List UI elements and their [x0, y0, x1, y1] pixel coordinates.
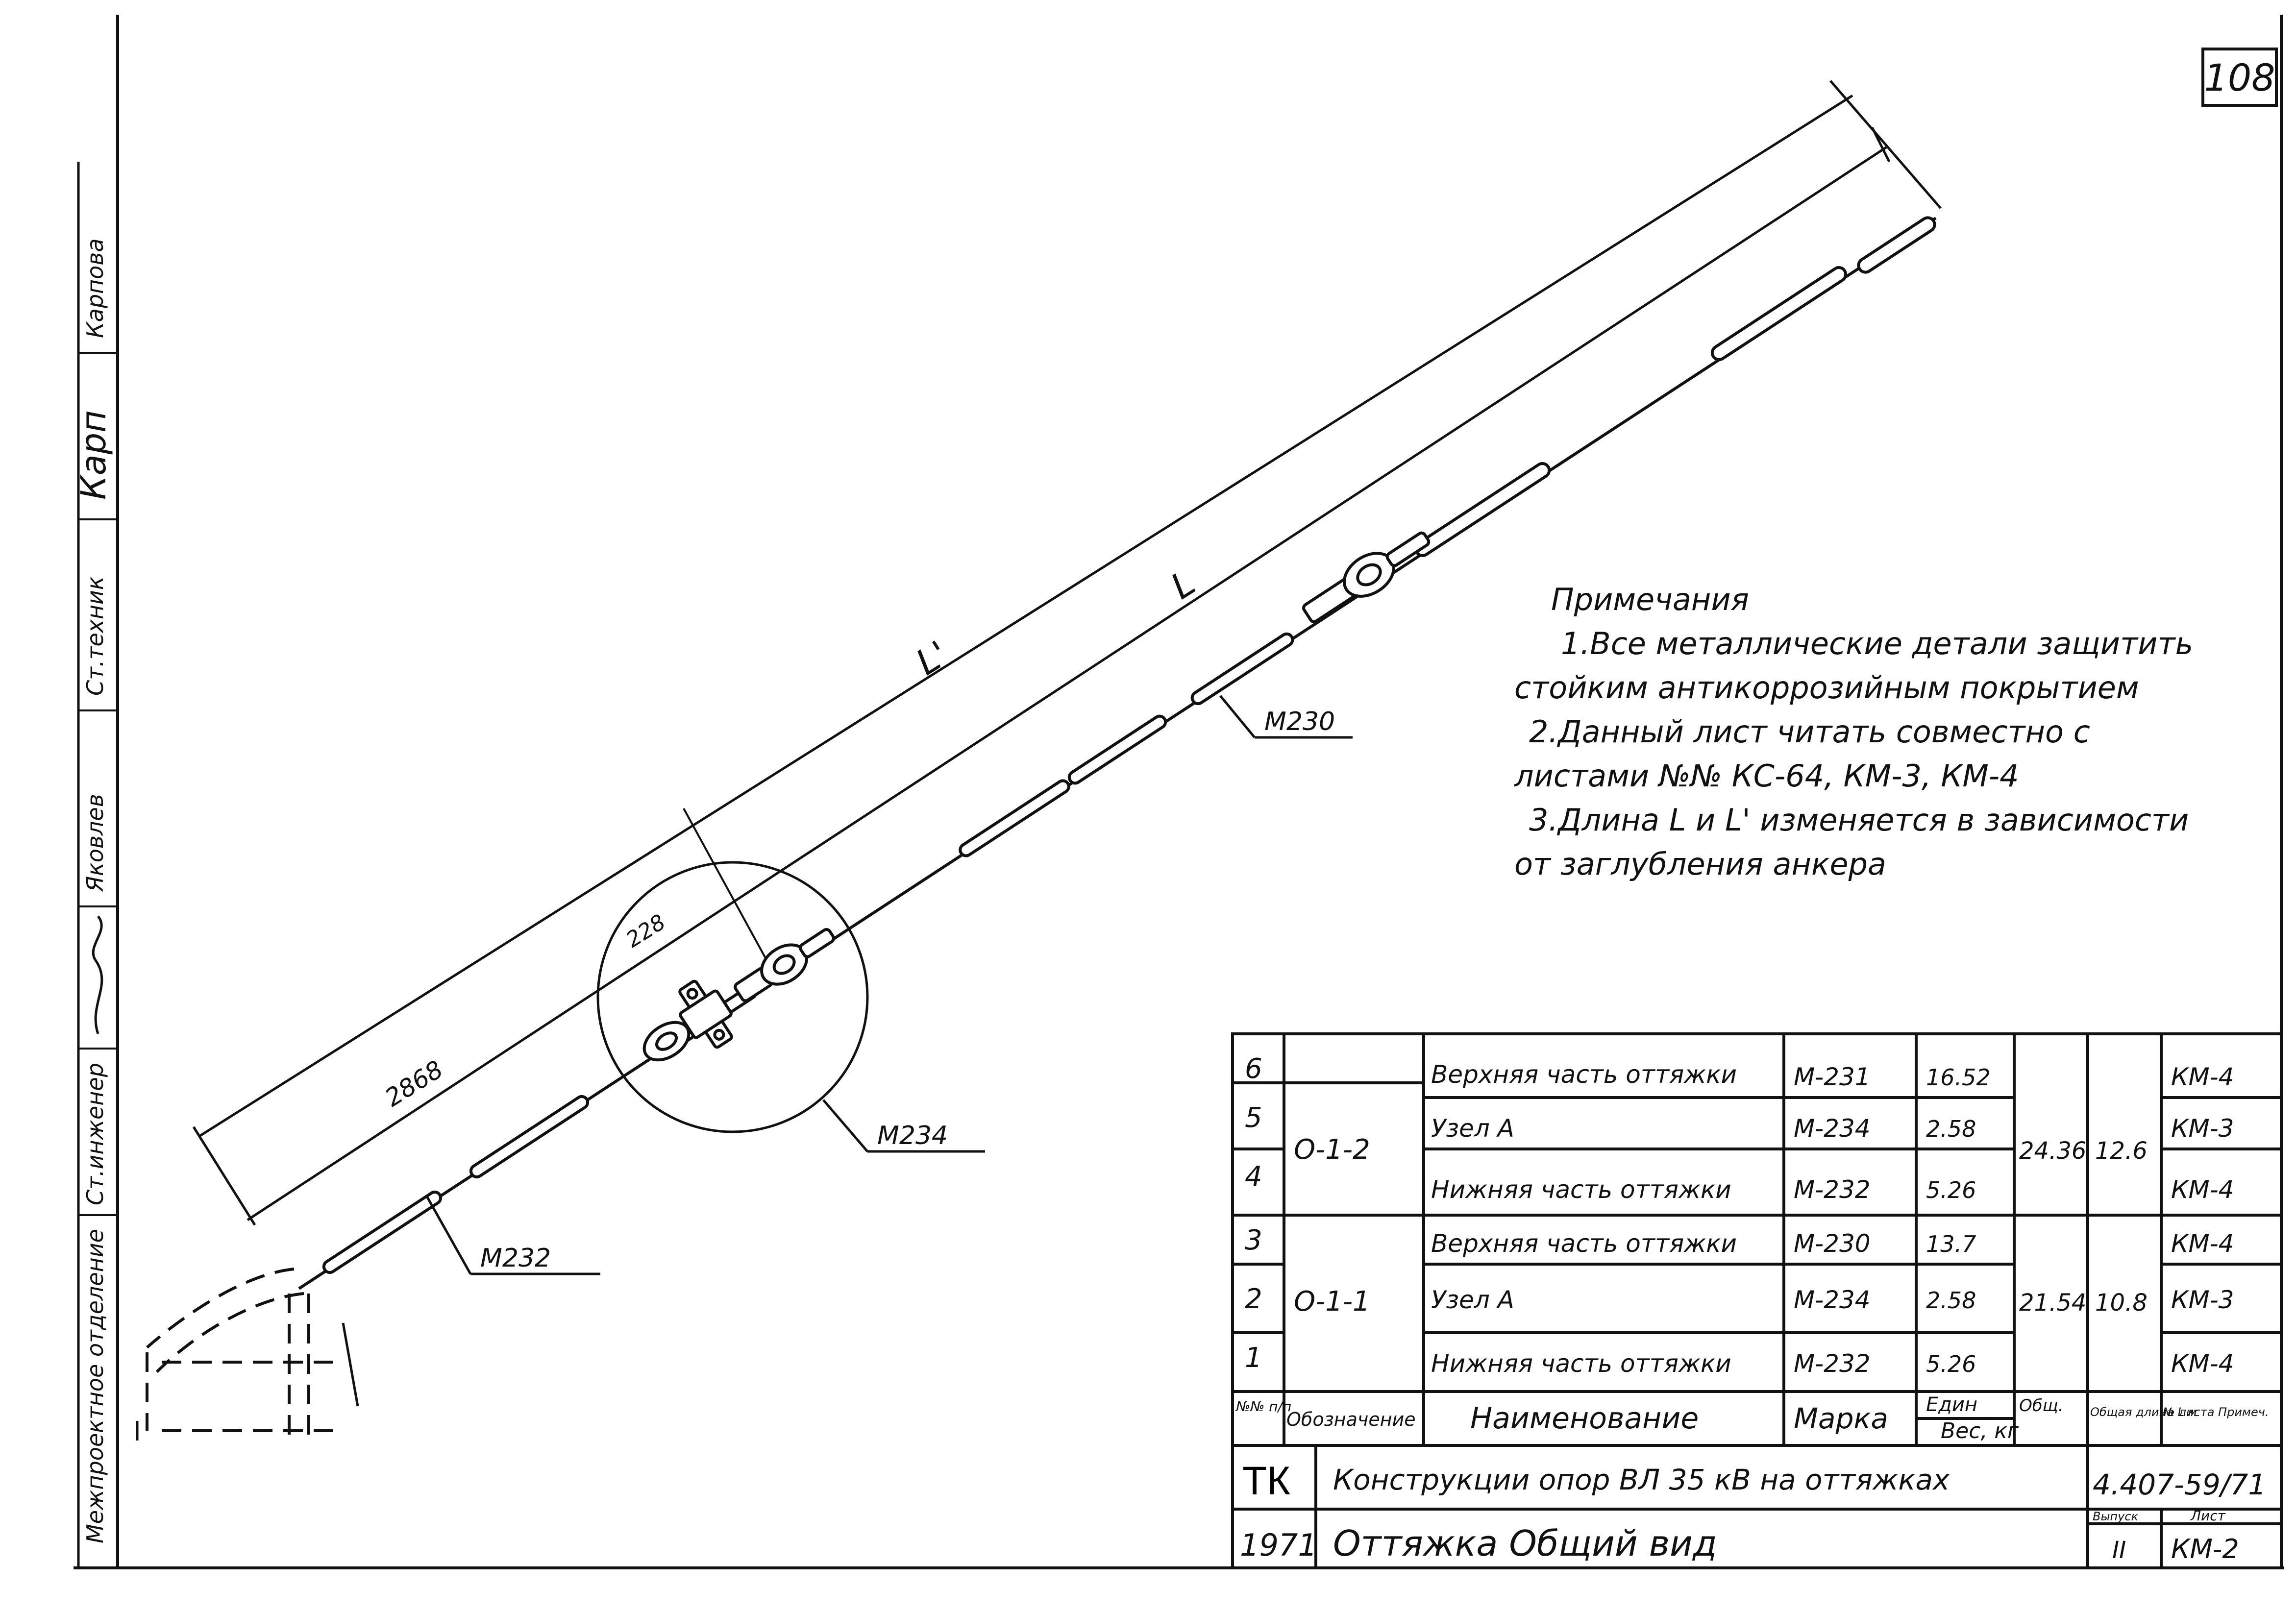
- row-2-sheet: КМ-3: [2171, 1286, 2234, 1314]
- note-line-3: 2.Данный лист читать совместно с: [1529, 714, 2090, 750]
- sheet-number-box: 108: [2201, 48, 2278, 107]
- callout-m234: [822, 1099, 985, 1153]
- upper-clevis: [1302, 531, 1431, 623]
- stamp-name-yakovlev: Яковлев: [82, 794, 108, 892]
- row-4-mark: М-232: [1794, 1175, 1871, 1204]
- drawing-title: Оттяжка Общий вид: [1333, 1523, 1717, 1564]
- group-1-designation: О-1-2: [1294, 1134, 1370, 1166]
- header-total-weight: Общ.: [2019, 1396, 2064, 1416]
- callout-m230: [1219, 695, 1353, 739]
- dimension-L: [247, 126, 1891, 1221]
- row-1-mark: М-232: [1794, 1349, 1871, 1378]
- row-2-mark: М-234: [1794, 1286, 1871, 1314]
- callout-m232: [425, 1195, 600, 1275]
- row-5-weight: 2.58: [1926, 1116, 1976, 1142]
- row-4-name: Нижняя часть оттяжки: [1431, 1175, 1731, 1204]
- header-weight-group: Вес, кг: [1941, 1418, 2019, 1443]
- stamp-department: Межпроектное отделение: [82, 1229, 108, 1543]
- issue-label: Выпуск: [2093, 1510, 2139, 1523]
- row-1-num: 1: [1245, 1342, 1262, 1374]
- group-2-designation: О-1-1: [1294, 1286, 1370, 1318]
- stamp-senior-engineer: Ст.инженер: [82, 1063, 108, 1205]
- guy-wire-drawing: L' L 2868 228: [136, 80, 1942, 1441]
- row-6-sheet: КМ-4: [2171, 1063, 2234, 1091]
- callout-m234-label: М234: [877, 1121, 948, 1150]
- header-mark: Марка: [1794, 1402, 1888, 1435]
- row-6-weight: 16.52: [1926, 1064, 1991, 1091]
- note-line-2: стойким антикоррозийным покрытием: [1514, 670, 2139, 706]
- row-3-num: 3: [1245, 1224, 1262, 1256]
- notes-block: Примечания 1.Все металлические детали за…: [1514, 582, 2193, 882]
- group-2-total-length: 10.8: [2095, 1289, 2148, 1317]
- dimension-228-line: [683, 808, 770, 966]
- row-3-sheet: КМ-4: [2171, 1229, 2234, 1258]
- doc-number: 4.407-59/71: [2093, 1468, 2266, 1501]
- sheet-number: 108: [2204, 56, 2275, 99]
- row-6-num: 6: [1245, 1053, 1262, 1085]
- anchor-dashed: [146, 1268, 343, 1436]
- notes-title: Примечания: [1551, 582, 1749, 617]
- node-a-assembly: [642, 928, 835, 1062]
- row-4-num: 4: [1245, 1161, 1262, 1193]
- org-code: ТК: [1242, 1459, 1290, 1503]
- row-2-weight: 2.58: [1926, 1287, 1976, 1314]
- note-line-6: от заглубления анкера: [1514, 846, 1886, 882]
- group-2-total-weight: 21.54: [2019, 1289, 2086, 1317]
- row-6-name: Верхняя часть оттяжки: [1431, 1060, 1737, 1089]
- dimension-2868: 2868: [380, 1055, 448, 1112]
- row-5-num: 5: [1245, 1102, 1262, 1134]
- row-5-mark: М-234: [1794, 1114, 1871, 1143]
- note-line-5: 3.Длина L и L' изменяется в зависимости: [1529, 802, 2189, 838]
- issue-value: II: [2112, 1537, 2126, 1564]
- dimension-228: 228: [622, 909, 670, 953]
- row-4-weight: 5.26: [1926, 1177, 1976, 1203]
- row-3-weight: 13.7: [1926, 1231, 1976, 1257]
- spec-table-grid: [1231, 1032, 2283, 1447]
- header-sheet-ref: № листа Примеч.: [2162, 1405, 2269, 1419]
- dimension-L-prime-label: L': [909, 633, 955, 683]
- row-2-num: 2: [1245, 1283, 1262, 1315]
- row-1-name: Нижняя часть оттяжки: [1431, 1349, 1731, 1378]
- header-num: №№ п/п: [1235, 1398, 1291, 1415]
- stamp-name-karpova: Карпова: [82, 238, 108, 338]
- callout-m232-label: М232: [480, 1244, 551, 1273]
- anchor-axis: [136, 1322, 359, 1441]
- dimension-L-label: L: [1163, 562, 1202, 607]
- header-unit-weight: Един: [1926, 1393, 1977, 1416]
- stamp-signature-karp: Карп: [74, 410, 114, 500]
- row-4-sheet: КМ-4: [2171, 1175, 2234, 1204]
- year: 1971: [1240, 1527, 1317, 1563]
- row-6-mark: М-231: [1794, 1063, 1871, 1091]
- project-title: Конструкции опор ВЛ 35 кВ на оттяжках: [1333, 1463, 1950, 1496]
- header-name: Наименование: [1470, 1401, 1699, 1436]
- group-1-total-weight: 24.36: [2019, 1137, 2086, 1165]
- row-2-name: Узел А: [1431, 1286, 1514, 1314]
- spec-table: 6 Верхняя часть оттяжки М-231 16.52 КМ-4…: [1231, 1032, 2283, 1447]
- side-stamp: Межпроектное отделение Ст.инженер Яковле…: [74, 162, 118, 1568]
- header-total-length: Общая длина L м: [2090, 1405, 2197, 1419]
- row-3-name: Верхняя часть оттяжки: [1431, 1229, 1737, 1258]
- row-5-sheet: КМ-3: [2171, 1114, 2234, 1143]
- callout-m230-label: М230: [1264, 707, 1335, 736]
- note-line-1: 1.Все металлические детали защитить: [1561, 626, 2193, 661]
- title-block: ТК 1971 Конструкции опор ВЛ 35 кВ на отт…: [1231, 1444, 2283, 1569]
- row-1-weight: 5.26: [1926, 1351, 1976, 1377]
- note-line-4: листами №№ КС-64, КМ-3, КМ-4: [1514, 758, 2019, 794]
- row-5-name: Узел А: [1431, 1114, 1514, 1143]
- node-a-detail-circle: [596, 861, 869, 1133]
- sheet-code: КМ-2: [2171, 1534, 2239, 1564]
- row-3-mark: М-230: [1794, 1229, 1871, 1258]
- rod-segments: [322, 216, 1936, 1274]
- title-block-grid: [1231, 1444, 2283, 1569]
- header-designation: Обозначение: [1286, 1409, 1416, 1430]
- row-1-sheet: КМ-4: [2171, 1349, 2234, 1378]
- dimension-L-prime: [192, 80, 1942, 1226]
- stamp-senior-technician: Ст.техник: [82, 576, 108, 696]
- sheet-label: Лист: [2190, 1508, 2226, 1524]
- group-1-total-length: 12.6: [2095, 1137, 2148, 1165]
- stamp-signature-mark: [92, 915, 103, 1034]
